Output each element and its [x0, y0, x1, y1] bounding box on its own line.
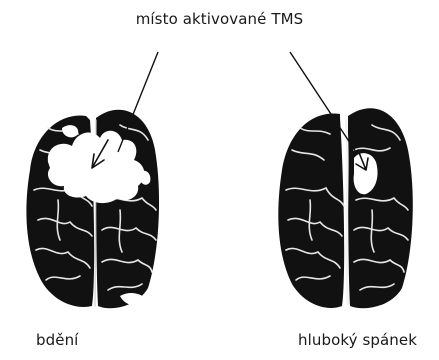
brain-sleep-right-hemisphere — [348, 108, 413, 308]
brain-deep-sleep — [278, 52, 412, 308]
brain-sleep-left-hemisphere — [278, 114, 344, 308]
label-awake: bdění — [36, 331, 78, 349]
brain-awake — [26, 52, 159, 308]
label-deep-sleep: hluboký spánek — [298, 331, 417, 349]
